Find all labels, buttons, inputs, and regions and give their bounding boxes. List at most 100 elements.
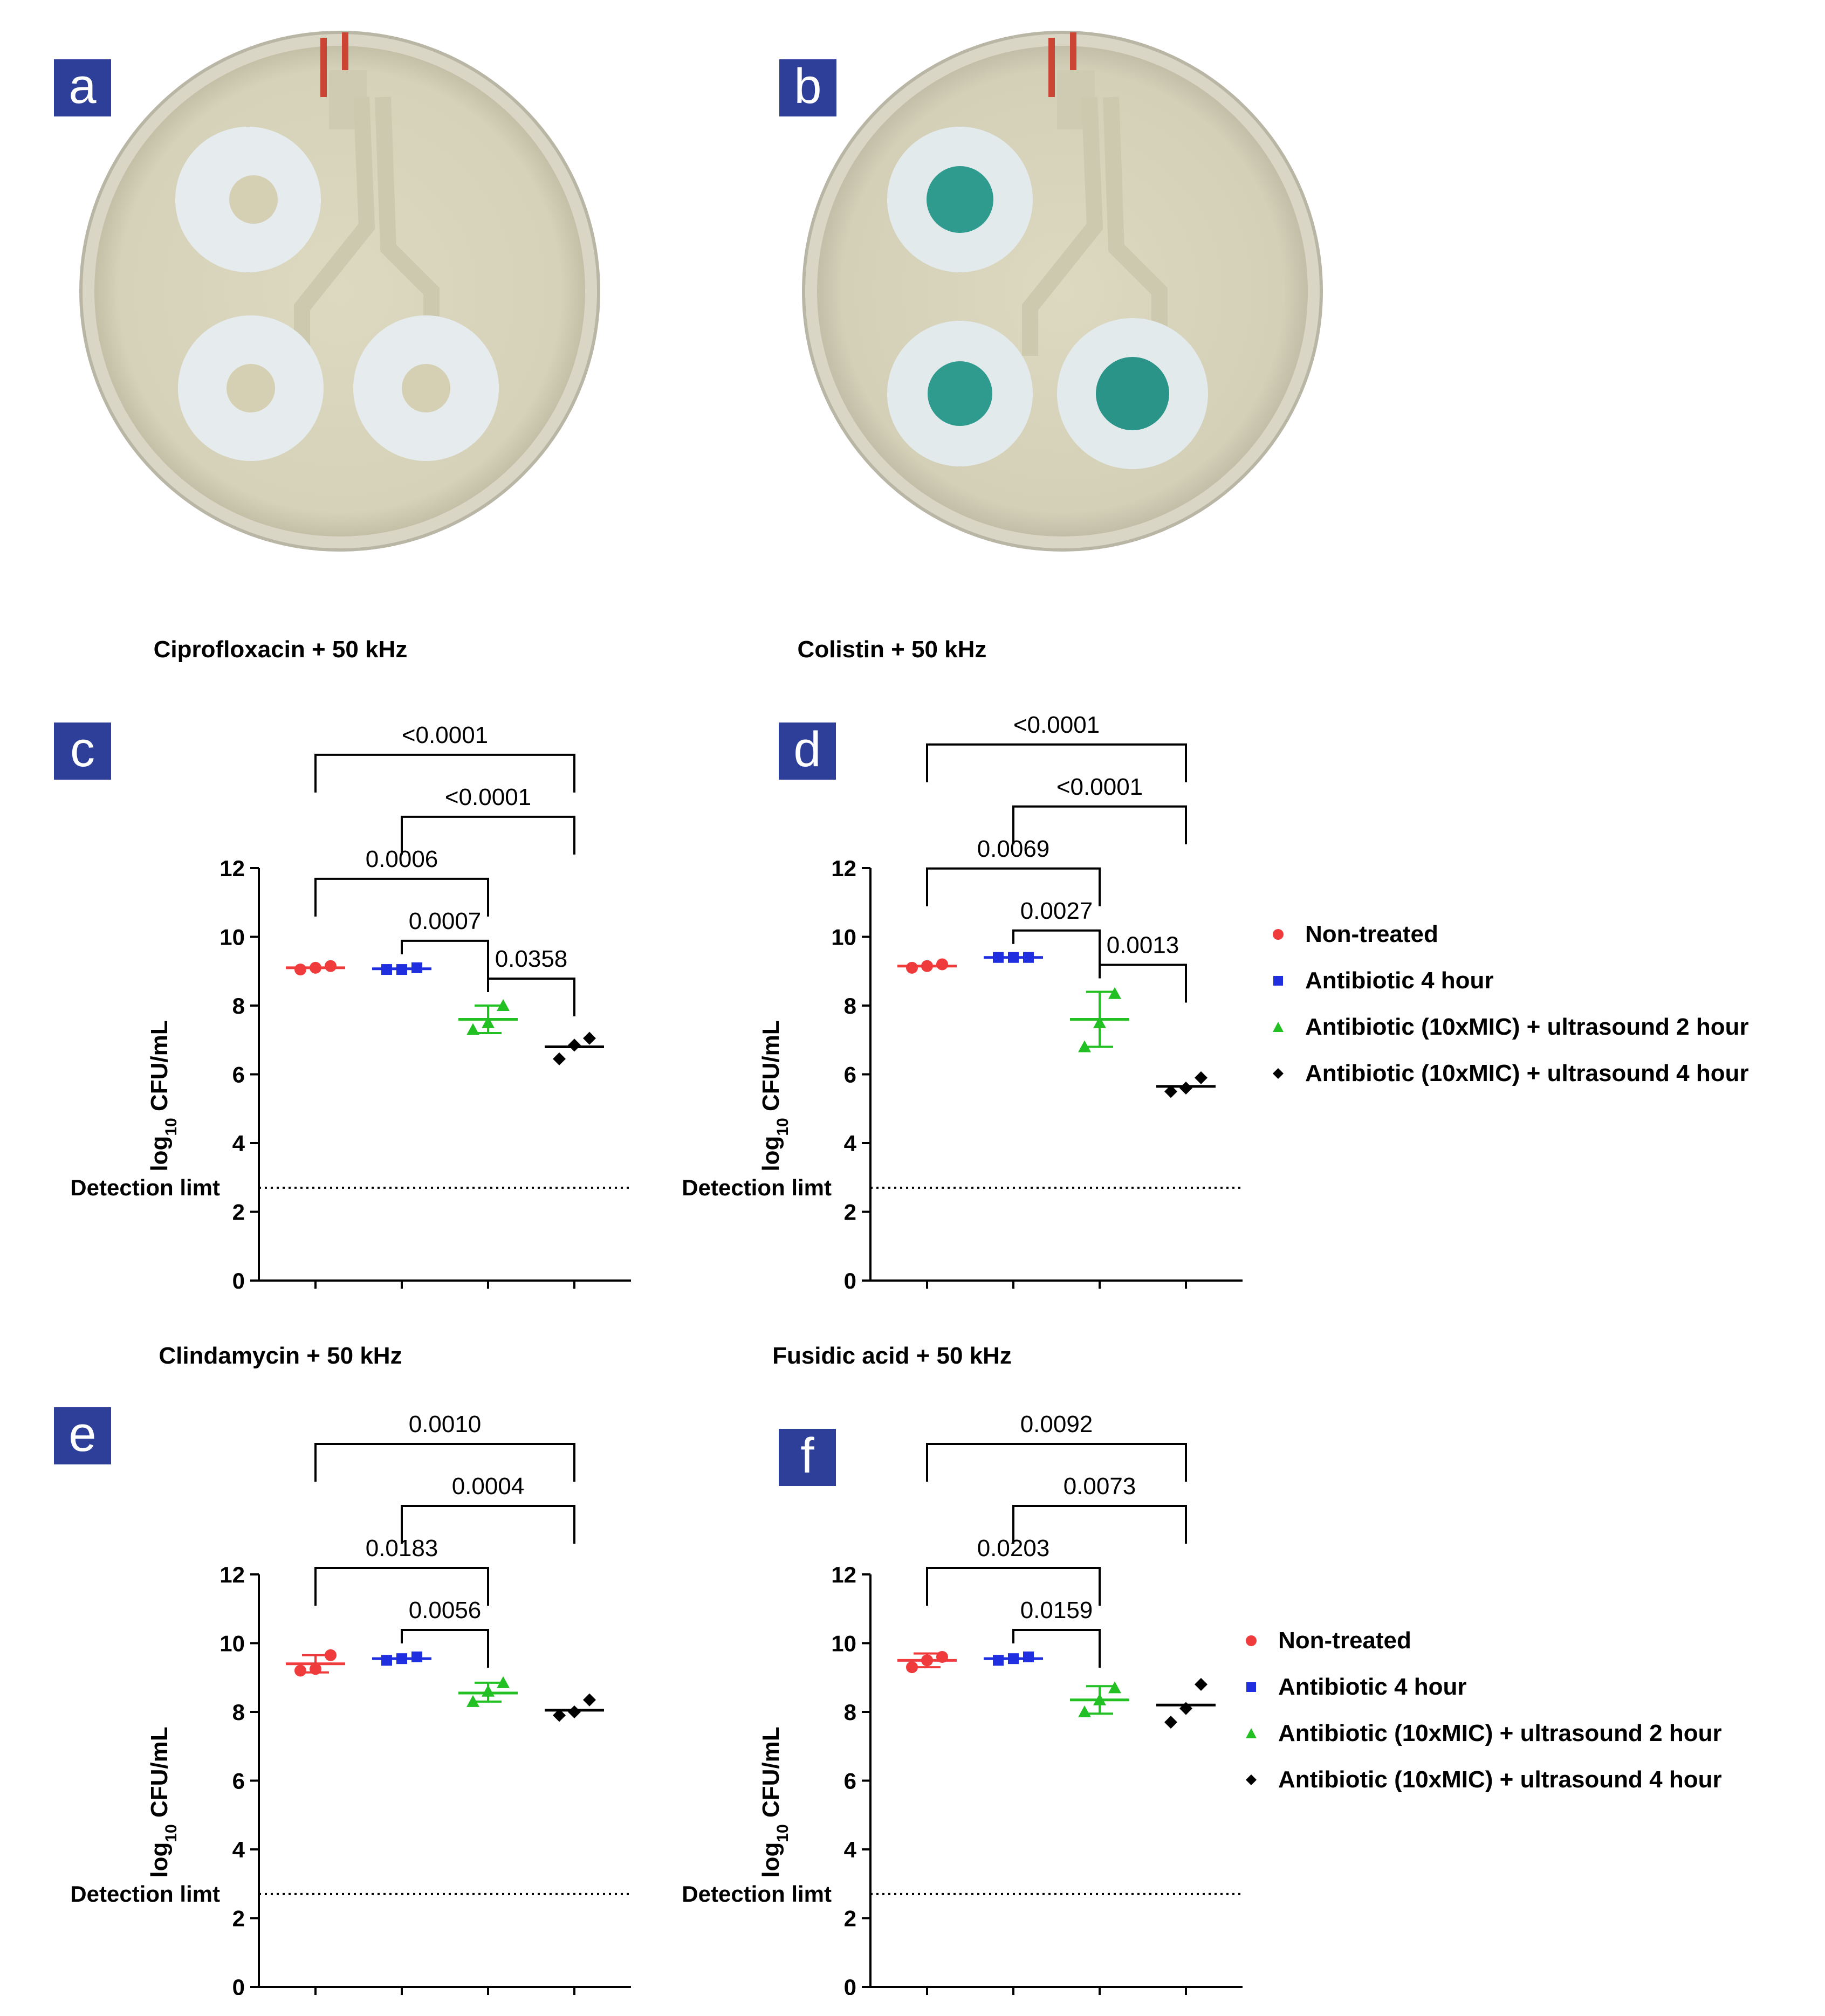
data-point-diamond bbox=[1164, 1716, 1177, 1729]
data-point-square bbox=[1023, 952, 1034, 963]
chart-title: Fusidic acid + 50 kHz bbox=[772, 1343, 1012, 1369]
panel-label-c: c bbox=[54, 723, 111, 780]
data-point-circle bbox=[294, 964, 306, 976]
y-axis-label: log10 CFU/mL bbox=[758, 1020, 792, 1171]
y-tick-label: 0 bbox=[232, 1268, 245, 1289]
legend-bottom: Non-treated Antibiotic 4 hour Antibiotic… bbox=[1235, 1618, 1722, 1803]
legend-item: Antibiotic 4 hour bbox=[1235, 1664, 1722, 1710]
y-tick-label: 2 bbox=[844, 1200, 856, 1225]
data-point-triangle bbox=[1078, 1040, 1091, 1052]
legend-item: Antibiotic (10xMIC) + ultrasound 2 hour bbox=[1262, 1004, 1749, 1050]
y-tick-label: 4 bbox=[232, 1837, 245, 1862]
data-point-circle bbox=[906, 961, 918, 974]
data-point-circle bbox=[325, 960, 337, 972]
detection-limit-label: Detection limt bbox=[70, 1175, 220, 1200]
square-marker-icon bbox=[1235, 1679, 1267, 1695]
data-point-square bbox=[993, 1655, 1004, 1666]
data-point-triangle bbox=[1093, 1693, 1106, 1705]
significance-bracket bbox=[1012, 1629, 1101, 1668]
petri-dish-a-image bbox=[79, 31, 600, 552]
p-value-label: 0.0010 bbox=[409, 1411, 482, 1437]
y-tick-label: 10 bbox=[219, 925, 245, 950]
significance-bracket bbox=[314, 1443, 575, 1482]
y-tick-label: 10 bbox=[831, 925, 856, 950]
y-tick-label: 4 bbox=[232, 1131, 245, 1156]
data-point-circle bbox=[936, 958, 948, 971]
y-tick-label: 10 bbox=[831, 1631, 856, 1656]
triangle-marker-icon bbox=[1262, 1019, 1294, 1035]
data-point-diamond bbox=[1195, 1071, 1207, 1084]
p-value-label: <0.0001 bbox=[1056, 774, 1143, 800]
data-point-circle bbox=[294, 1664, 306, 1677]
data-point-triangle bbox=[482, 1684, 495, 1697]
significance-bracket bbox=[1099, 964, 1187, 1003]
p-value-label: 0.0013 bbox=[1107, 932, 1179, 959]
p-value-label: 0.0056 bbox=[409, 1597, 482, 1623]
legend-item: Non-treated bbox=[1235, 1618, 1722, 1664]
data-point-triangle bbox=[1108, 987, 1121, 999]
photo-panel-a bbox=[54, 22, 615, 555]
data-point-square bbox=[411, 1652, 422, 1662]
legend-top: Non-treated Antibiotic 4 hour Antibiotic… bbox=[1262, 911, 1749, 1097]
square-marker-icon bbox=[1262, 973, 1294, 989]
data-point-square bbox=[1023, 1652, 1034, 1662]
y-tick-label: 0 bbox=[844, 1974, 856, 1995]
data-point-diamond bbox=[553, 1052, 566, 1065]
y-tick-label: 4 bbox=[844, 1131, 857, 1156]
significance-bracket bbox=[314, 1567, 489, 1606]
y-tick-label: 8 bbox=[844, 1700, 856, 1725]
legend-label: Non-treated bbox=[1278, 1627, 1411, 1654]
significance-bracket bbox=[926, 1443, 1187, 1482]
data-point-triangle bbox=[1078, 1705, 1091, 1717]
significance-bracket bbox=[314, 753, 575, 793]
panel-label-e: e bbox=[54, 1407, 111, 1464]
significance-bracket bbox=[401, 1505, 575, 1544]
data-point-square bbox=[1008, 952, 1019, 963]
data-point-triangle bbox=[497, 999, 510, 1011]
significance-bracket bbox=[926, 867, 1101, 906]
data-point-circle bbox=[921, 960, 933, 972]
detection-limit-label: Detection limt bbox=[682, 1881, 832, 1907]
significance-bracket bbox=[401, 815, 575, 855]
detection-limit-label: Detection limt bbox=[682, 1175, 832, 1200]
p-value-label: <0.0001 bbox=[402, 722, 488, 748]
data-point-triangle bbox=[466, 1023, 479, 1035]
data-point-square bbox=[381, 964, 392, 975]
legend-item: Antibiotic (10xMIC) + ultrasound 2 hour bbox=[1235, 1710, 1722, 1757]
data-point-square bbox=[396, 964, 407, 975]
y-tick-label: 8 bbox=[844, 993, 856, 1019]
data-point-circle bbox=[310, 961, 321, 974]
diamond-marker-icon bbox=[1235, 1772, 1267, 1788]
panel-label-b: b bbox=[779, 59, 836, 116]
y-tick-label: 4 bbox=[844, 1837, 857, 1862]
chart-title: Colistin + 50 kHz bbox=[797, 636, 987, 663]
panel-label-f: f bbox=[779, 1429, 836, 1486]
y-tick-label: 0 bbox=[232, 1974, 245, 1995]
significance-bracket bbox=[926, 743, 1187, 782]
data-point-circle bbox=[906, 1661, 918, 1674]
y-axis-label: log10 CFU/mL bbox=[146, 1726, 180, 1877]
p-value-label: 0.0027 bbox=[1020, 898, 1093, 924]
data-point-square bbox=[381, 1655, 392, 1666]
y-tick-label: 6 bbox=[232, 1062, 245, 1088]
y-tick-label: 6 bbox=[844, 1062, 856, 1088]
data-point-triangle bbox=[497, 1676, 510, 1688]
legend-label: Non-treated bbox=[1305, 921, 1438, 947]
data-point-square bbox=[1008, 1653, 1019, 1664]
petri-dish-b-image bbox=[802, 31, 1323, 552]
legend-label: Antibiotic (10xMIC) + ultrasound 4 hour bbox=[1305, 1060, 1749, 1086]
y-tick-label: 6 bbox=[844, 1769, 856, 1794]
circle-marker-icon bbox=[1262, 926, 1294, 942]
y-axis-label: log10 CFU/mL bbox=[146, 1020, 180, 1171]
legend-label: Antibiotic 4 hour bbox=[1305, 967, 1494, 994]
diamond-marker-icon bbox=[1262, 1065, 1294, 1082]
data-point-triangle bbox=[1093, 1016, 1106, 1028]
data-point-diamond bbox=[1164, 1085, 1177, 1098]
legend-label: Antibiotic 4 hour bbox=[1278, 1674, 1467, 1700]
significance-bracket bbox=[401, 939, 489, 979]
